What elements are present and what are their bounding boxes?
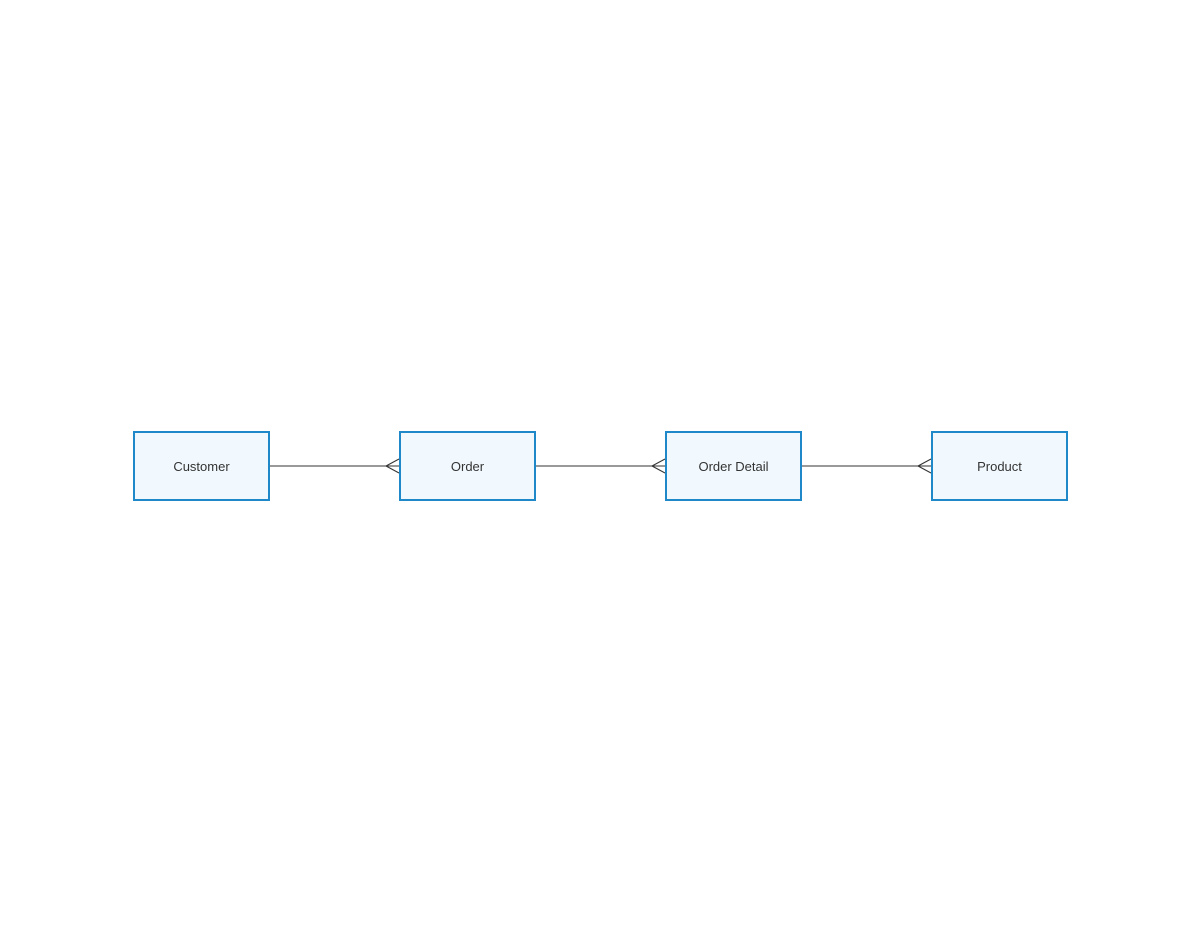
connector-customer-order[interactable] [270,458,400,474]
entity-label: Order [450,458,485,474]
entity-label: Customer [173,458,230,474]
crows-foot-icon [385,458,400,467]
entity-box-order[interactable]: Order [399,431,536,501]
entity-box-customer[interactable]: Customer [133,431,270,501]
entity-label: Product [977,458,1022,474]
entity-box-product[interactable]: Product [931,431,1068,501]
entity-box-order-detail[interactable]: Order Detail [665,431,802,501]
crows-foot-icon [385,465,400,474]
crows-foot-icon [917,465,932,474]
connector-order-detail-product[interactable] [802,458,932,474]
connector-order-order-detail[interactable] [536,458,666,474]
crows-foot-icon [651,458,666,467]
entity-label: Order Detail [698,458,769,474]
crows-foot-icon [917,458,932,467]
crows-foot-icon [651,465,666,474]
